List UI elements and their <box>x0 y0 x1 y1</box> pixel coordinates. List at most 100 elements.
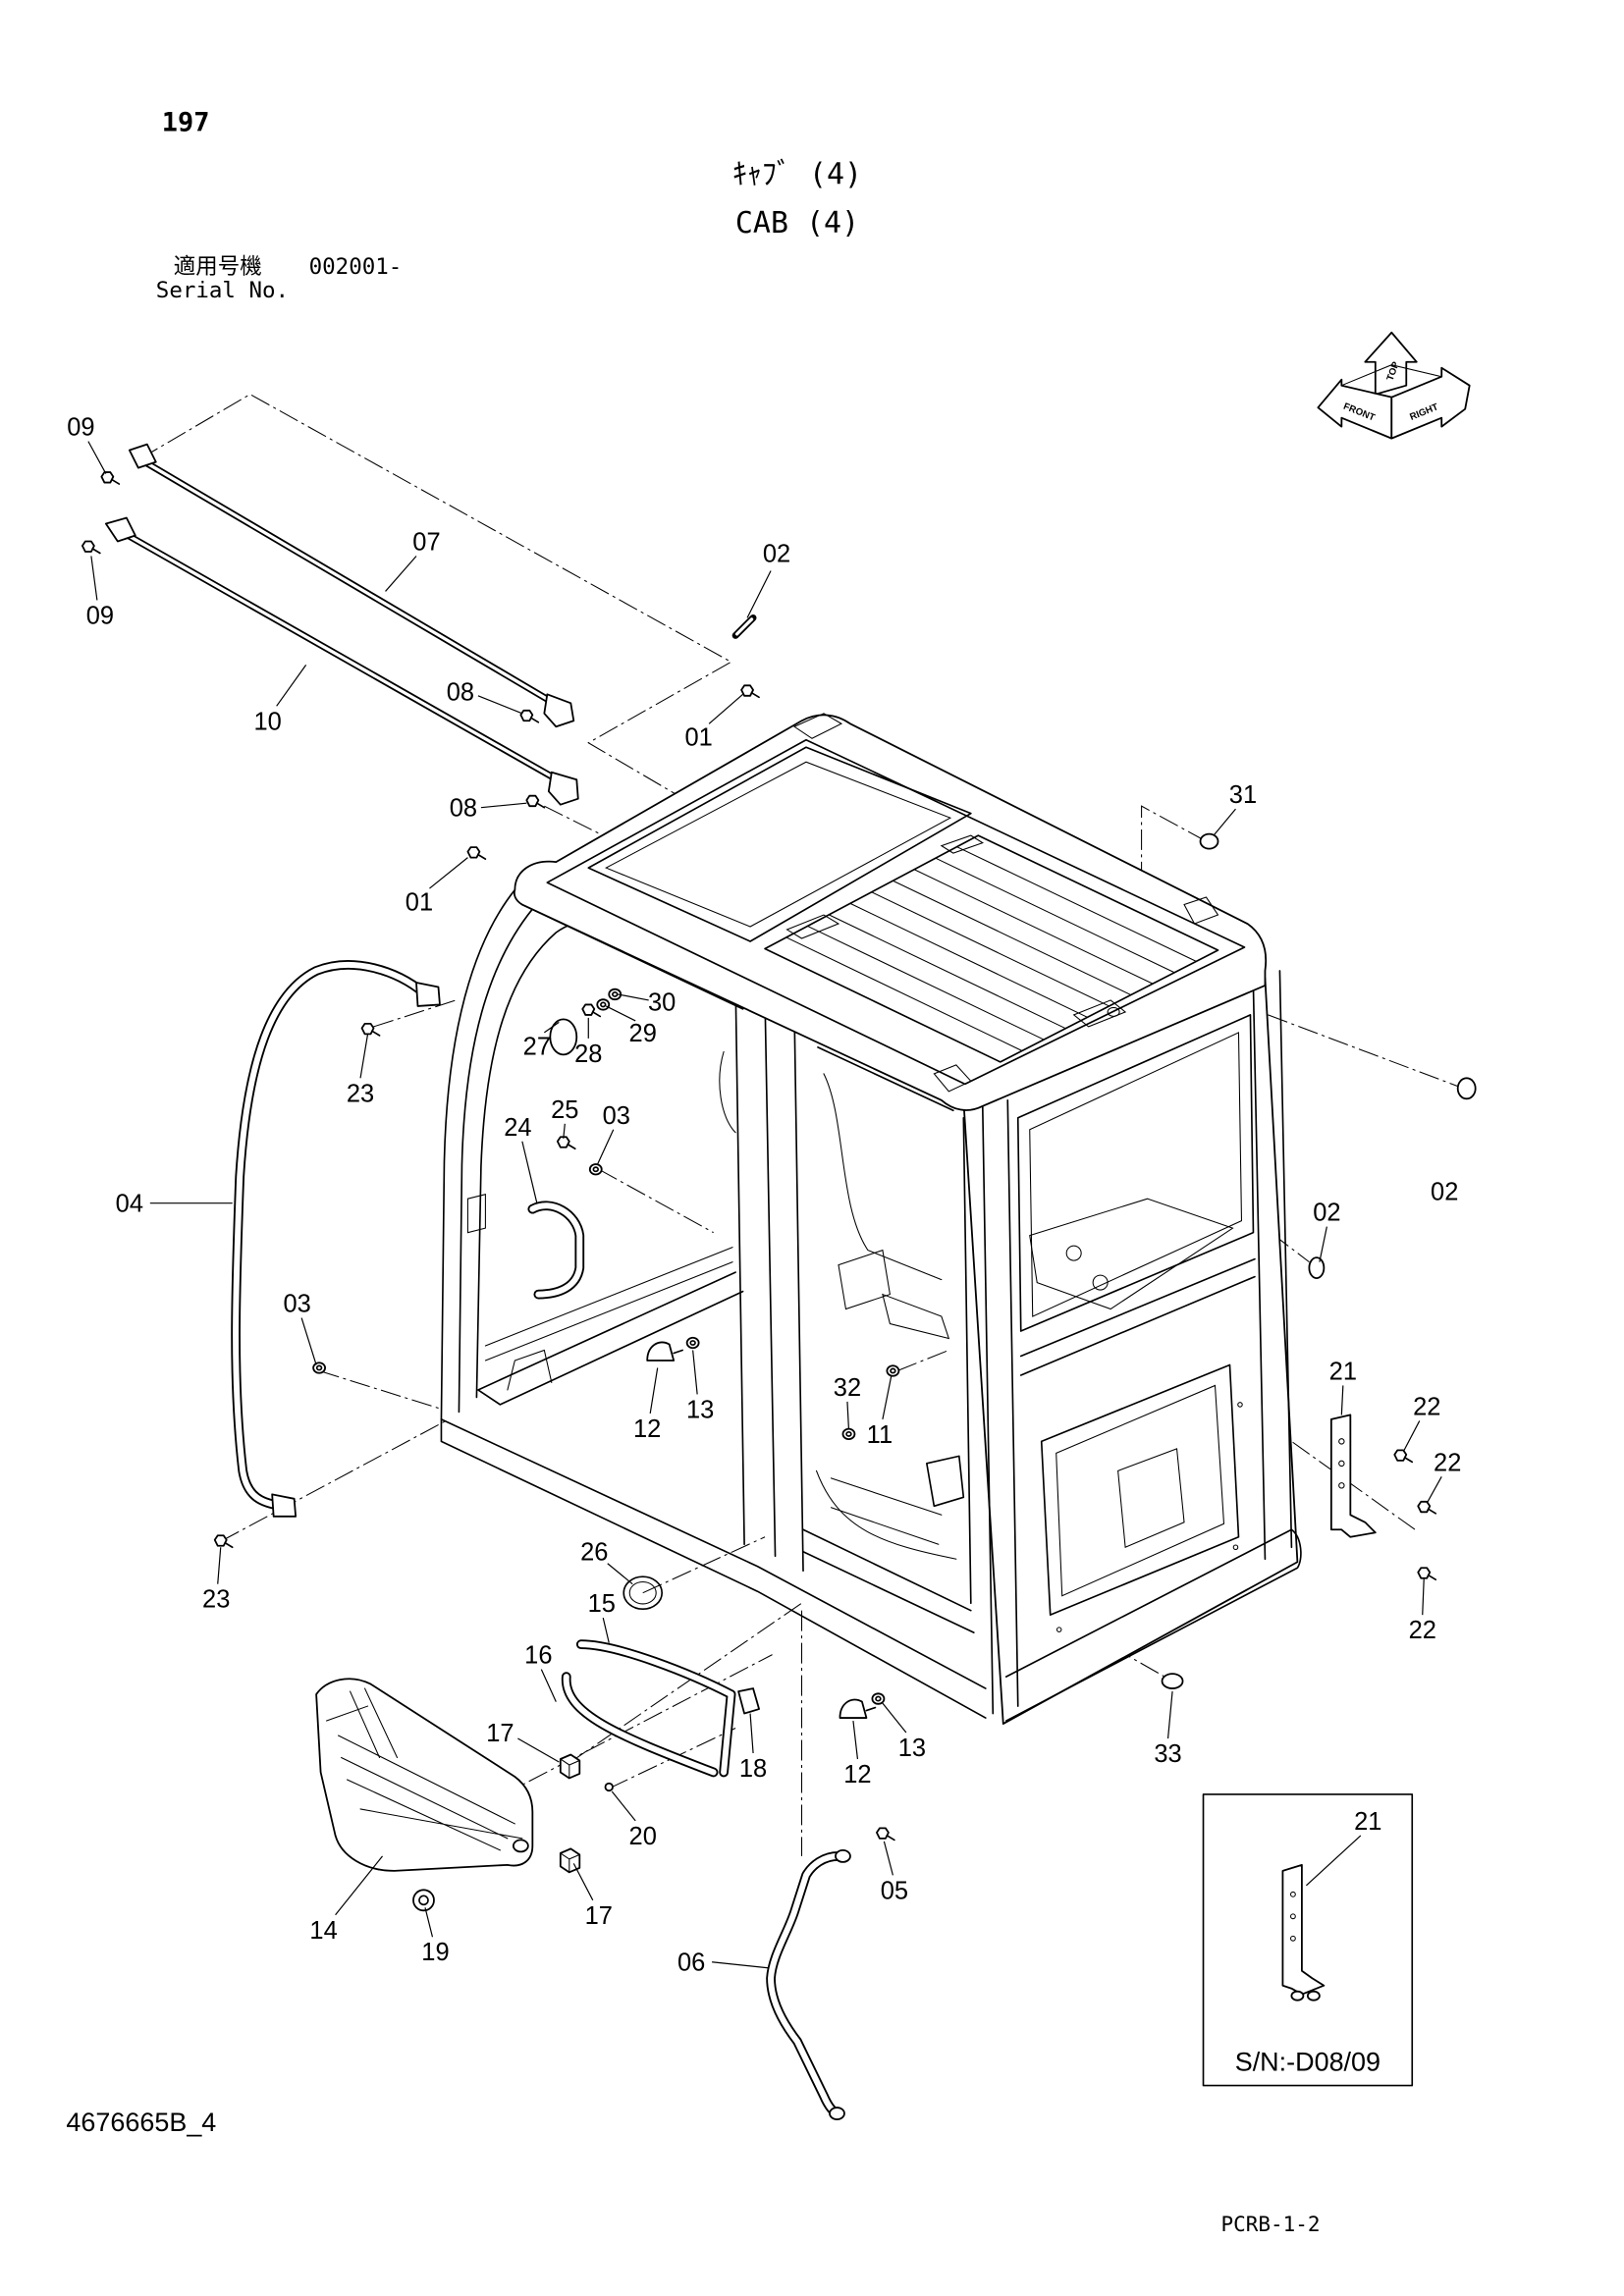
bracket-21-variant <box>1281 1863 1326 1996</box>
callout-label: 25 <box>551 1096 578 1124</box>
seal-16 <box>561 1672 719 1778</box>
title-japanese: ｷｬﾌﾞ (4) <box>732 157 862 191</box>
callout-label: 23 <box>202 1586 230 1614</box>
bolt-01 <box>466 846 487 861</box>
roof-skylight <box>587 746 972 942</box>
callout-label: 03 <box>283 1291 310 1318</box>
serial-inset-box: 21 S/N:-D08/09 <box>1202 1793 1414 2087</box>
washer-33 <box>1161 1673 1184 1689</box>
bolt-08 <box>525 794 546 809</box>
callout-label: 22 <box>1409 1617 1436 1644</box>
callout-label: 13 <box>686 1396 714 1423</box>
callout-label: 26 <box>580 1539 608 1567</box>
cover-14 <box>315 1678 534 1872</box>
bolt-22 <box>1393 1449 1414 1464</box>
bolt-05 <box>876 1827 895 1842</box>
callout-label: 15 <box>588 1590 616 1618</box>
nut-03 <box>588 1163 603 1176</box>
callout-label: 12 <box>633 1415 661 1443</box>
seal-15 <box>575 1639 736 1778</box>
page-number: 197 <box>162 108 210 138</box>
callout-label: 01 <box>684 724 712 752</box>
callout-label: 01 <box>406 889 433 917</box>
cube-17-upper <box>559 1753 581 1780</box>
knob-12-lower <box>839 1698 877 1719</box>
bolt-09 <box>81 540 101 555</box>
roof-ribbed-panel <box>764 834 1219 1063</box>
callout-label: 09 <box>67 414 94 442</box>
right-arrow-icon <box>1390 366 1471 440</box>
nut-13 <box>871 1692 886 1705</box>
bolt-22 <box>1417 1567 1437 1581</box>
washer-02-rear <box>1456 1077 1477 1100</box>
callout-label: 27 <box>523 1033 551 1060</box>
callout-label: 33 <box>1154 1740 1181 1768</box>
serial-label-english: Serial No. <box>156 278 289 303</box>
pin-02 <box>731 614 757 639</box>
orientation-icon: TOP FRONT RIGHT <box>1317 331 1471 440</box>
callout-label: 04 <box>116 1191 143 1218</box>
front-arrow-icon <box>1317 378 1393 440</box>
callout-label: 32 <box>834 1374 861 1402</box>
stay-rod-07 <box>128 443 575 728</box>
callout-label: 24 <box>504 1114 531 1142</box>
callout-label: 18 <box>739 1755 767 1783</box>
callout-label: 10 <box>254 708 282 735</box>
callout-label: 02 <box>763 540 790 567</box>
callout-label: 02 <box>1431 1179 1458 1206</box>
bracket-21 <box>1329 1414 1377 1538</box>
callout-label: 14 <box>309 1917 337 1945</box>
rear-lower-panel <box>1040 1363 1240 1616</box>
door-opening-frame <box>802 1026 972 1605</box>
right-side-window <box>1016 1014 1255 1332</box>
callout-label: 02 <box>1313 1200 1340 1227</box>
callout-label: 21 <box>1329 1358 1357 1385</box>
leader-lines <box>87 441 1442 1969</box>
callout-label: 22 <box>1434 1449 1461 1476</box>
inset-callout-label: 21 <box>1354 1808 1381 1836</box>
callout-label: 03 <box>603 1102 630 1130</box>
page-code: PCRB-1-2 <box>1220 2213 1320 2236</box>
callout-label: 12 <box>843 1761 871 1789</box>
washer-29 <box>596 998 611 1011</box>
callout-label: 08 <box>447 678 474 706</box>
cab-roof <box>513 714 1268 1111</box>
stay-rod-10 <box>104 516 579 806</box>
washer-02-side <box>1308 1256 1326 1279</box>
callout-label: 22 <box>1413 1393 1440 1420</box>
cab-frame <box>440 713 1302 1725</box>
callout-label: 31 <box>1229 781 1257 809</box>
callout-label: 19 <box>421 1939 449 1966</box>
hose-04 <box>231 960 441 1518</box>
bolt-08 <box>519 709 540 723</box>
callout-label: 29 <box>629 1020 657 1047</box>
pin-20 <box>604 1782 614 1792</box>
center-pillar <box>734 982 804 1573</box>
ring-26 <box>623 1575 664 1611</box>
rod-06 <box>766 1848 851 2120</box>
bolt-25 <box>556 1136 576 1150</box>
front-left-pillar <box>440 888 516 1420</box>
drawing-number: 4676665B_4 <box>66 2108 216 2137</box>
callout-label: 07 <box>412 528 440 556</box>
callout-label: 13 <box>898 1735 926 1762</box>
callout-label: 08 <box>450 795 477 823</box>
callout-label: 09 <box>86 602 114 629</box>
bolt-09 <box>100 471 121 485</box>
bolt-01 <box>740 684 760 699</box>
washer-31 <box>1199 832 1219 850</box>
callout-label: 17 <box>486 1720 514 1747</box>
callout-label: 30 <box>648 988 676 1016</box>
callout-label: 06 <box>677 1949 705 1977</box>
callout-label: 23 <box>347 1080 374 1107</box>
top-arrow-icon <box>1364 331 1418 396</box>
callout-label: 20 <box>629 1823 657 1850</box>
serial-label-japanese: 適用号機 <box>174 254 262 280</box>
washers <box>1161 832 1477 1689</box>
nut-11 <box>886 1364 900 1377</box>
knob-12-upper <box>646 1341 683 1362</box>
callout-label: 17 <box>585 1902 613 1930</box>
bolt-23 <box>213 1534 234 1549</box>
nut-19 <box>412 1889 435 1912</box>
cab-base <box>440 1418 987 1719</box>
